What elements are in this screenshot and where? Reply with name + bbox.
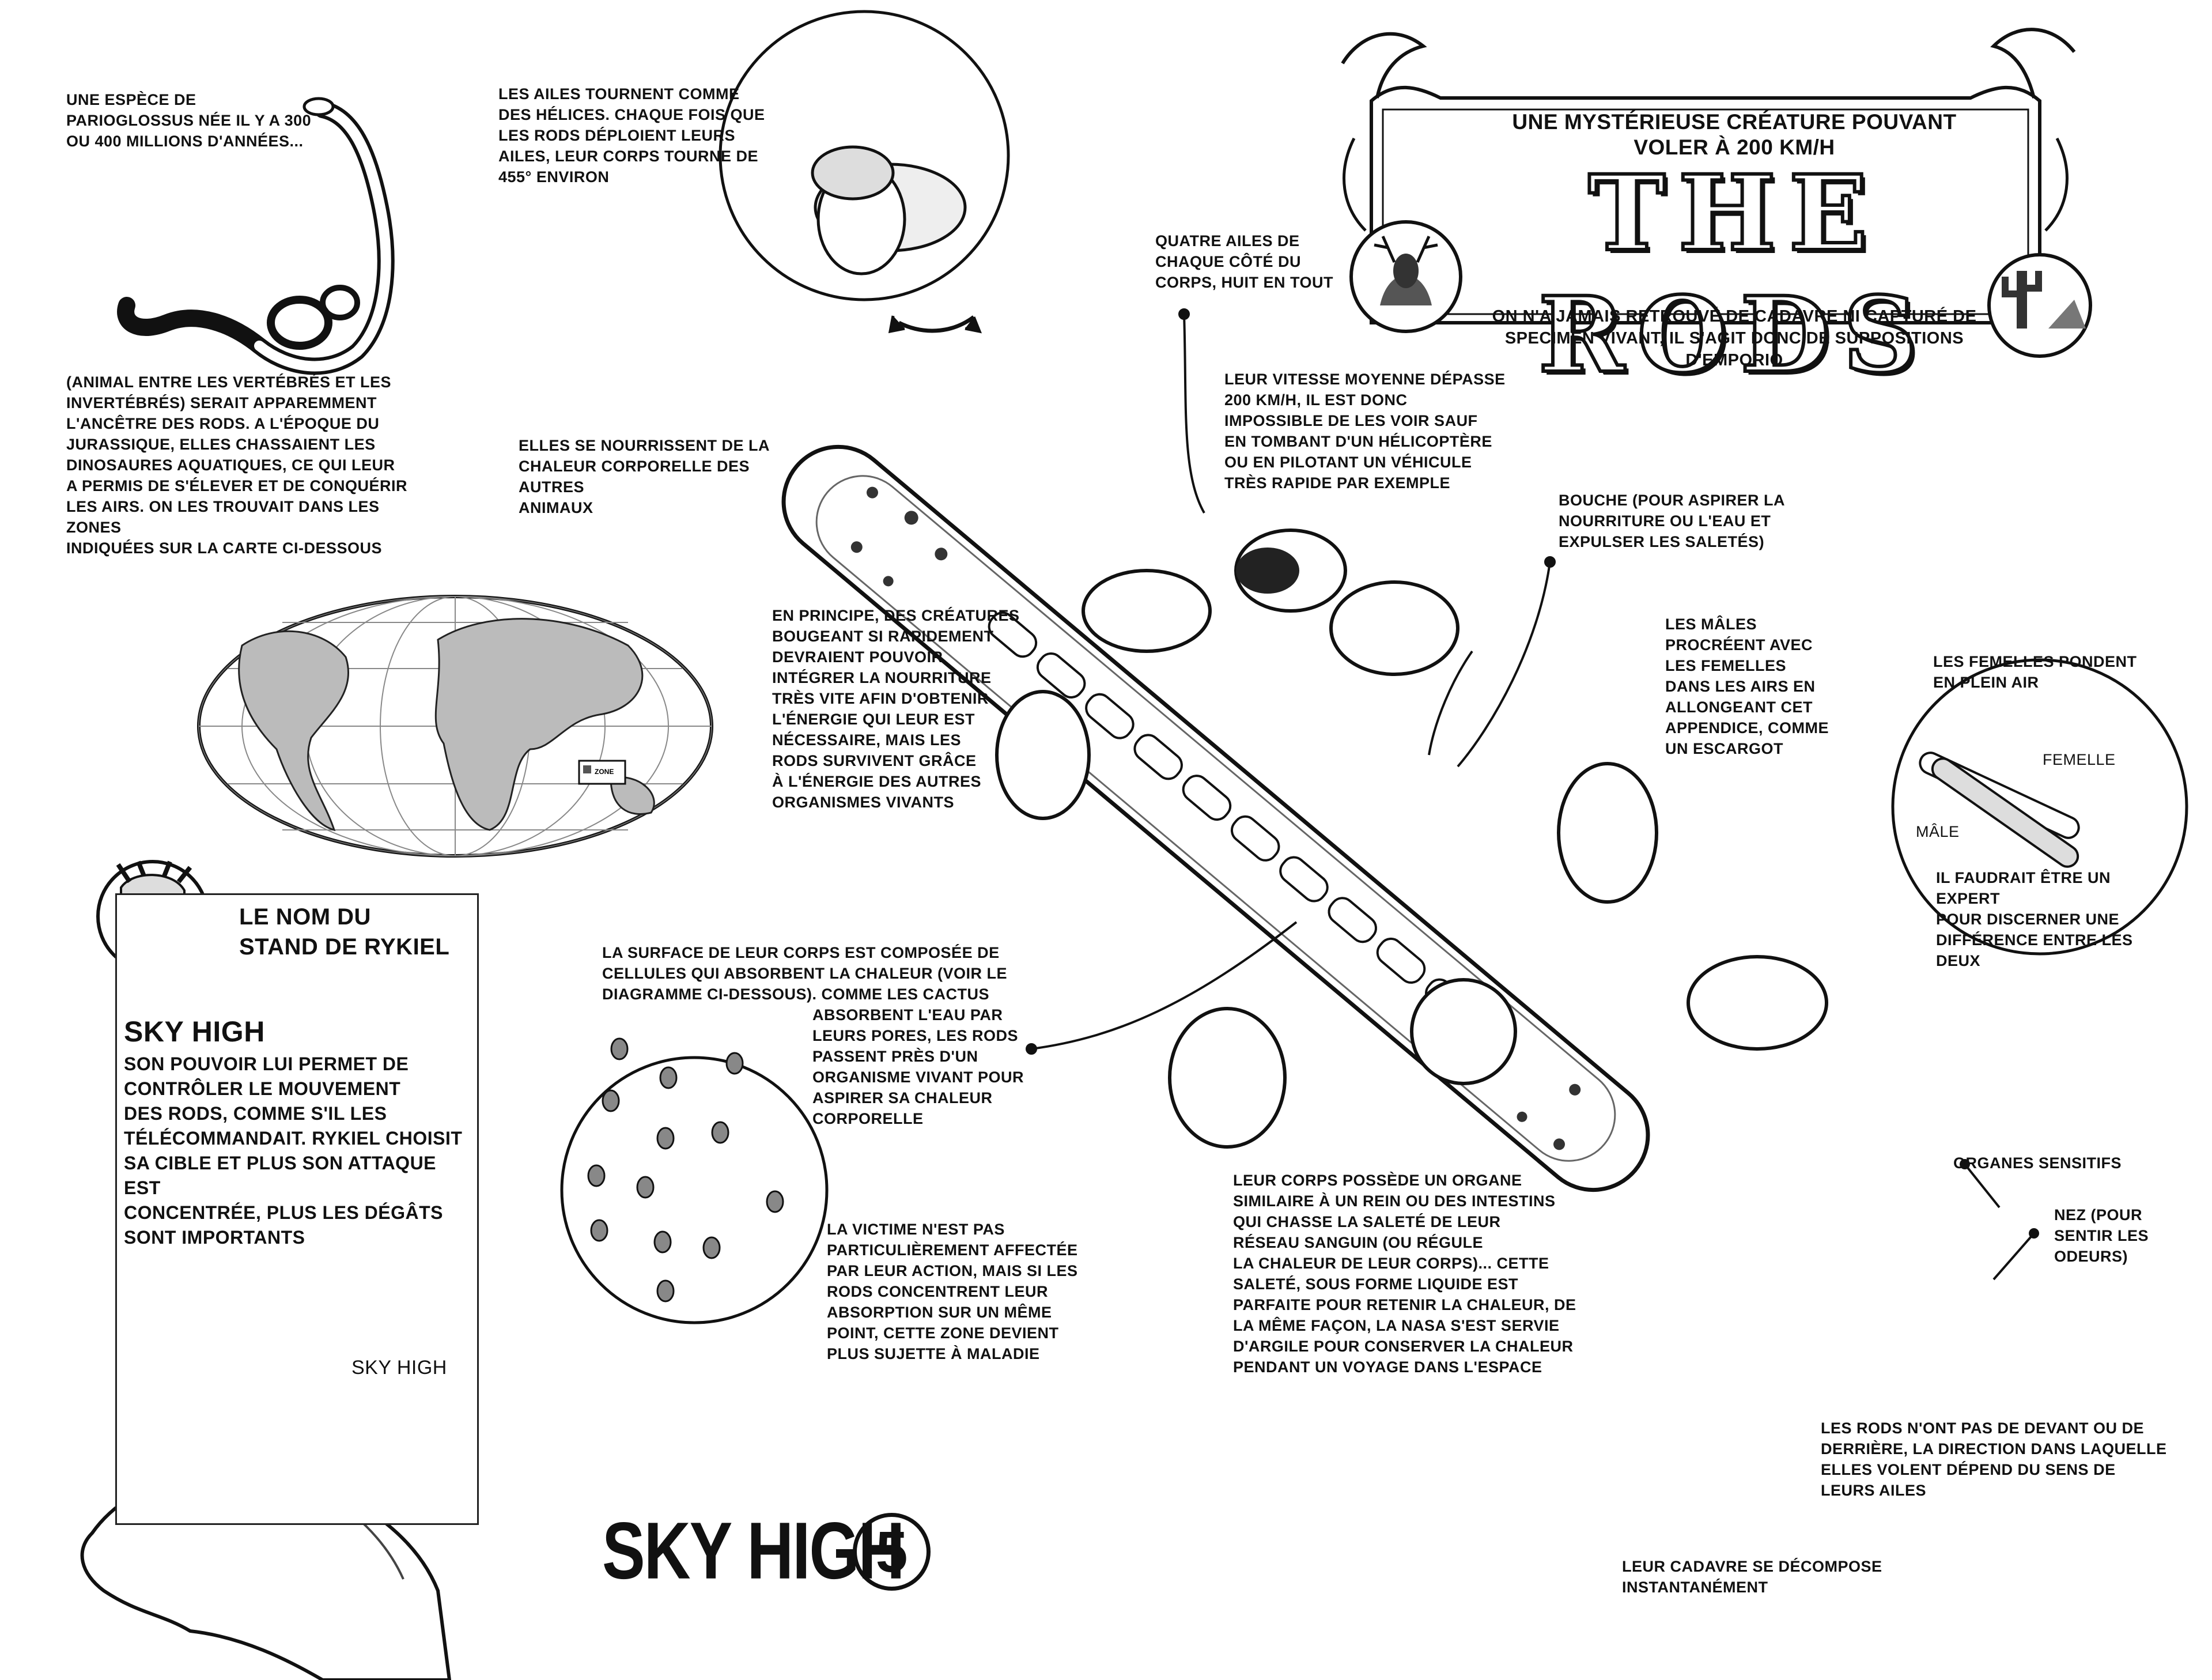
stand-description: SON POUVOIR LUI PERMET DE CONTRÔLER LE M… [124,1054,463,1248]
note-four-wings: QUATRE AILES DE CHAQUE CÔTÉ DU CORPS, HU… [1155,232,1334,291]
note-feed-heat: ELLES SE NOURRISSENT DE LA CHALEUR CORPO… [519,437,770,516]
stand-box-header: LE NOM DU STAND DE RYKIEL [239,904,450,960]
banner-frame [1341,28,2076,324]
note-organ: LEUR CORPS POSSÈDE UN ORGANE SIMILAIRE À… [1233,1172,1576,1376]
note-no-front: LES RODS N'ONT PAS DE DEVANT OU DE DERRI… [1821,1419,2167,1499]
note-wings-rotate: LES AILES TOURNENT COMME DES HÉLICES. CH… [498,85,765,186]
stand-name: SKY HIGH [124,1015,265,1048]
label-female: FEMELLE [2043,751,2116,768]
rotation-diagram [719,10,1010,334]
note-victim: LA VICTIME N'EST PAS PARTICULIÈREMENT AF… [827,1221,1078,1362]
stand-label: SKY HIGH [351,1357,447,1379]
cactus-medallion [1987,253,2092,358]
chapter-number: 5 [853,1513,931,1591]
note-surface-a: LA SURFACE DE LEUR CORPS EST COMPOSÉE DE… [602,944,1008,1003]
note-mouth: BOUCHE (POUR ASPIRER LA NOURRITURE OU L'… [1559,492,1786,550]
map-legend-label: ZONE [595,768,614,776]
note-expert: IL FAUDRAIT ÊTRE UN EXPERT POUR DISCERNE… [1936,869,2133,969]
note-principle: EN PRINCIPE, DES CRÉATURES BOUGEANT SI R… [772,607,1020,811]
deer-medallion [1349,220,1462,333]
note-decompose: LEUR CADAVRE SE DÉCOMPOSE INSTANTANÉMENT [1622,1558,1882,1596]
note-origin-species: UNE ESPÈCE DE PARIOGLOSSUS NÉE IL Y A 30… [66,91,312,150]
leader-lines [1026,308,2039,1281]
banner-subtitle: UNE MYSTÉRIEUSE CRÉATURE POUVANT VOLER À… [1512,110,1957,159]
stand-info-box [115,893,479,1525]
note-males: LES MÂLES PROCRÉENT AVEC LES FEMELLES DA… [1665,616,1829,757]
banner-note: ON N'A JAMAIS RETROUVÉ DE CADAVRE NI CAP… [1492,307,1977,369]
note-surface-b: ABSORBENT L'EAU PAR LEURS PORES, LES ROD… [812,1006,1024,1127]
world-map: ZONE [197,595,713,858]
parioglossus-illustration [117,97,395,375]
note-nose: NEZ (POUR SENTIR LES ODEURS) [2054,1206,2149,1265]
note-females-lay: LES FEMELLES PONDENT EN PLEIN AIR [1933,653,2137,691]
mating-diagram [1891,658,2188,956]
banner-title: THE RODS [1537,151,1931,398]
note-origin-detail: (ANIMAL ENTRE LES VERTÉBRÉS ET LES INVER… [66,373,408,557]
label-male: MÂLE [1916,823,1960,840]
note-sensory: ORGANES SENSITIFS [1953,1154,2122,1172]
note-speed: LEUR VITESSE MOYENNE DÉPASSE 200 KM/H, I… [1224,371,1506,492]
rods-creature [781,444,1828,1192]
heat-cells-diagram [560,1037,829,1324]
